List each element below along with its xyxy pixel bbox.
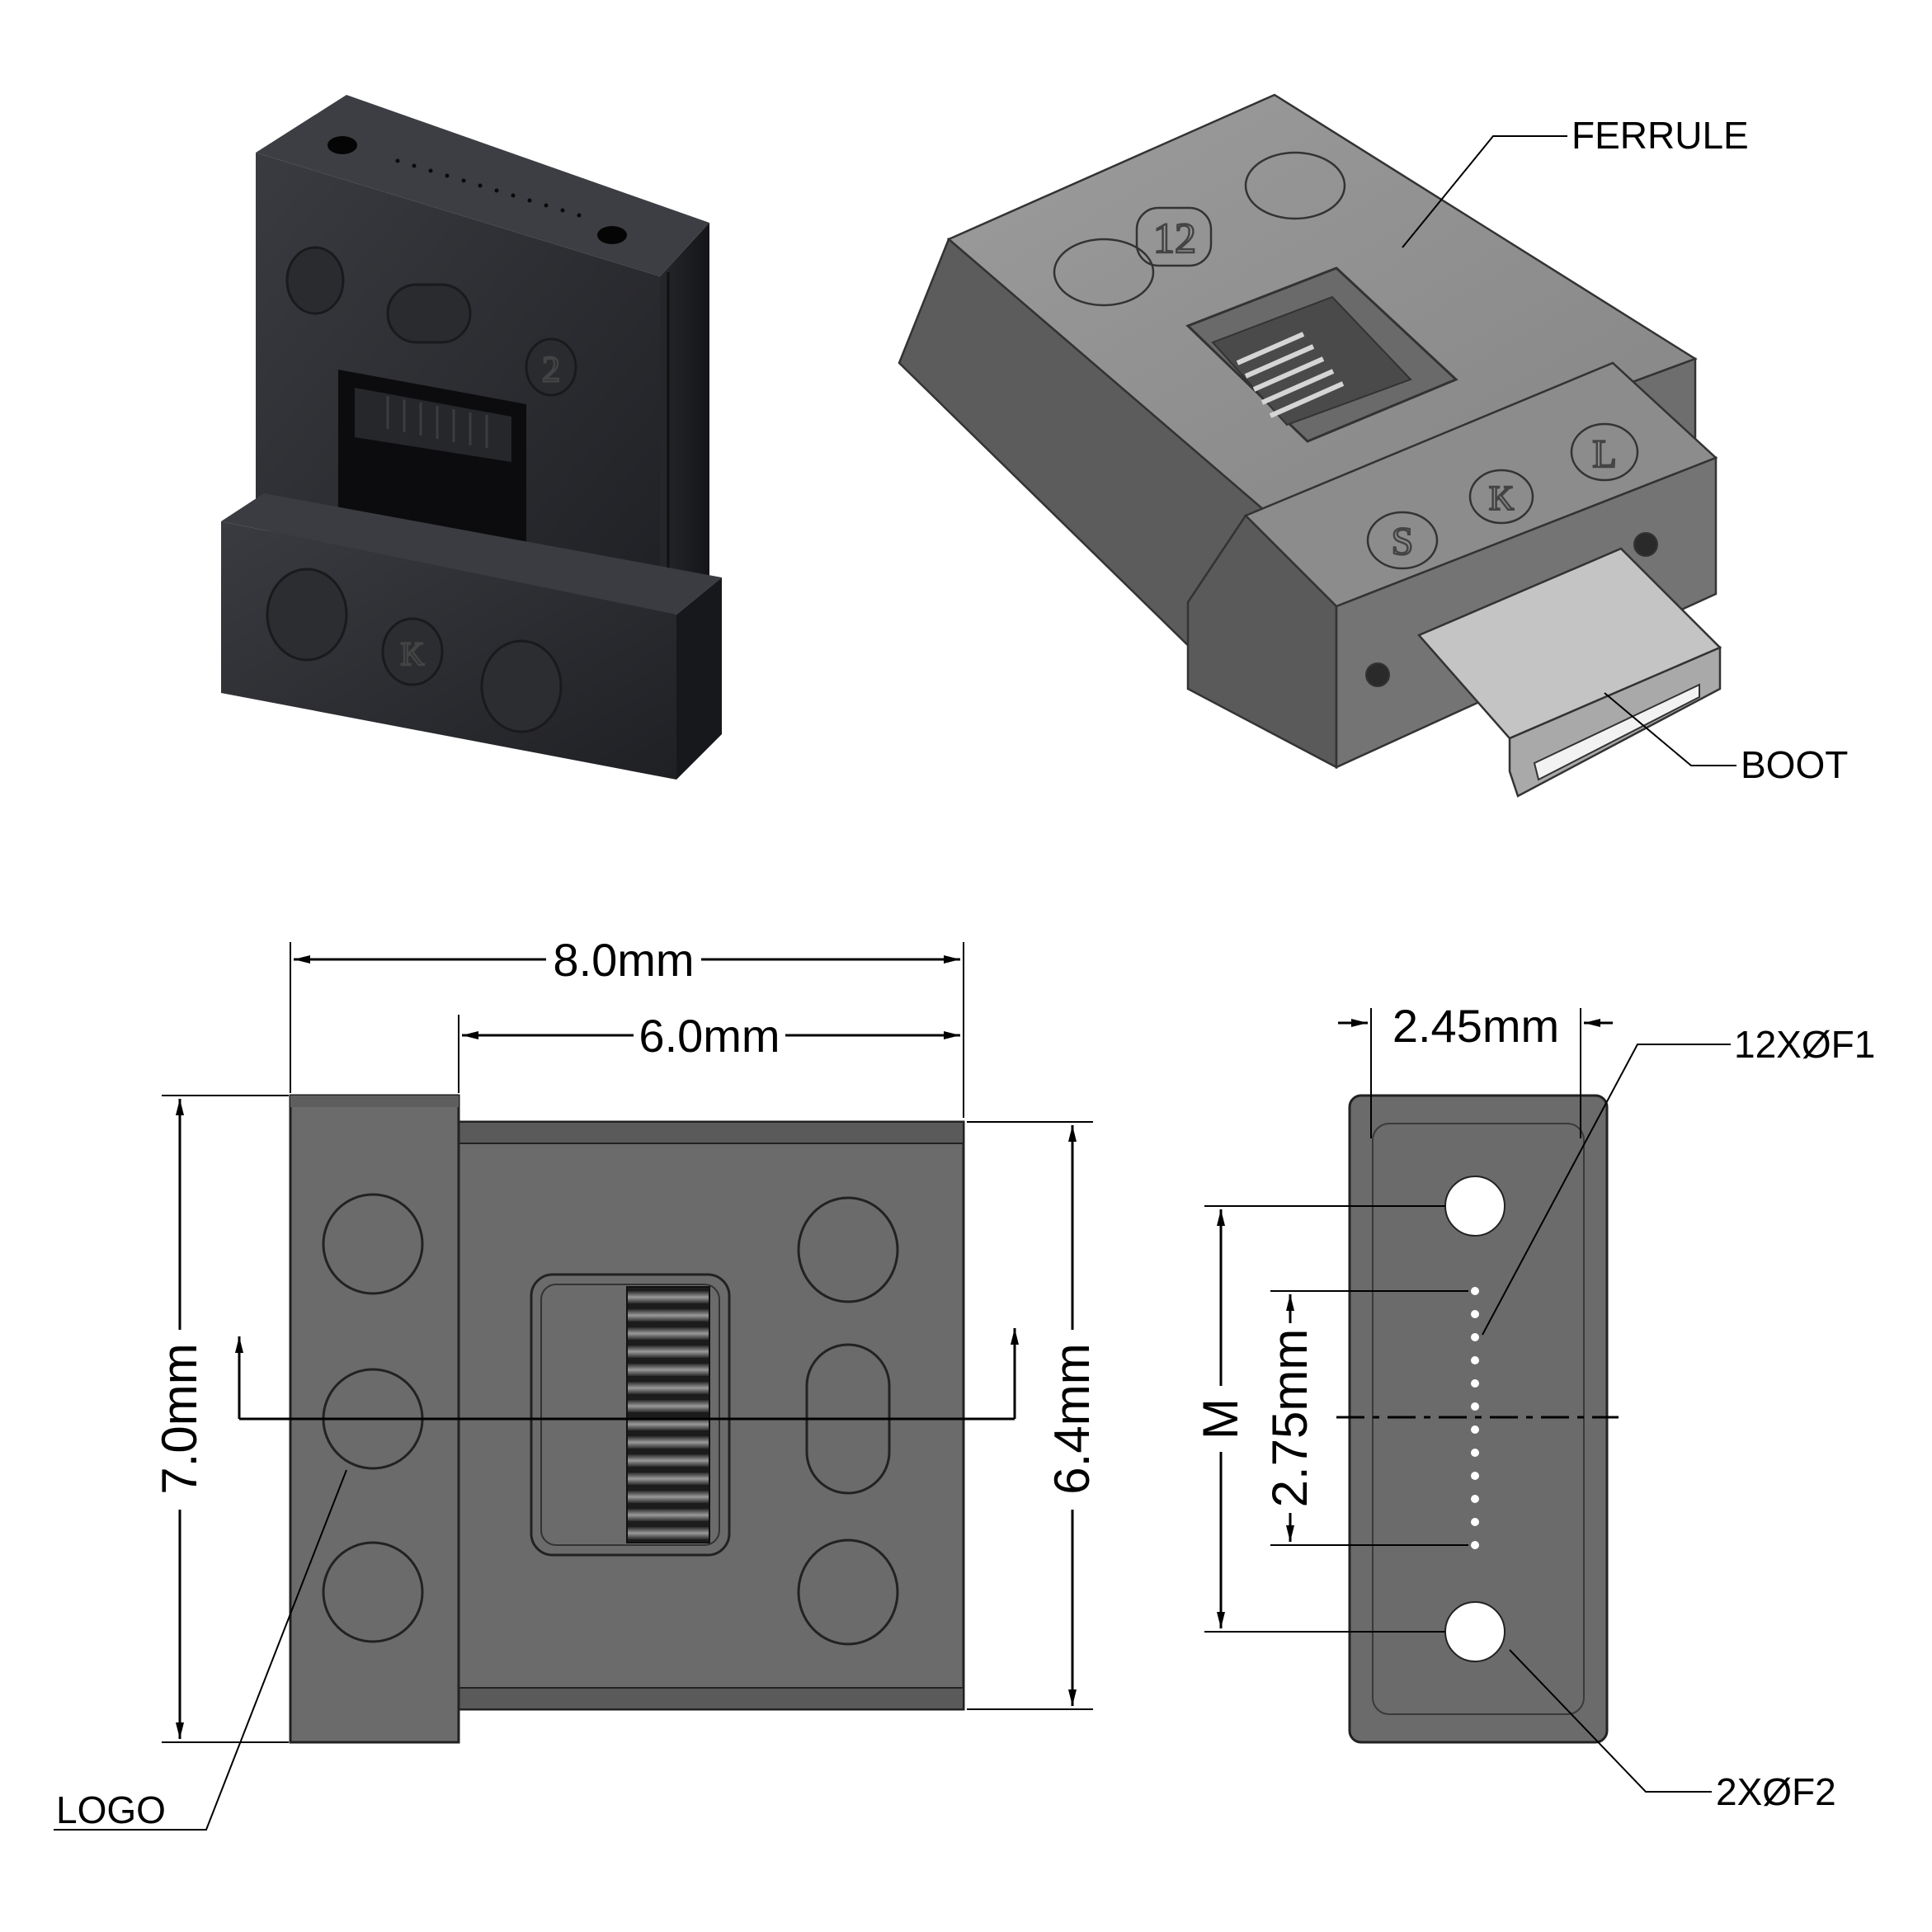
iso-label-ferrule: FERRULE bbox=[1572, 114, 1749, 157]
callout-pins-text: 2XØF2 bbox=[1716, 1770, 1836, 1813]
dim-ferrule-width: 6.0mm bbox=[458, 1010, 960, 1093]
dim-overall-height: 7.0mm bbox=[152, 1095, 289, 1743]
dim-fiber-span: 2.75mm bbox=[1262, 1290, 1468, 1546]
end-fiber-holes bbox=[1471, 1287, 1479, 1549]
photo-view: 2 K bbox=[221, 95, 722, 780]
photo-recess-left bbox=[285, 246, 345, 315]
photo-guide-hole-left bbox=[327, 136, 357, 154]
iso-window-ribs bbox=[1236, 332, 1345, 418]
iso-recess-right bbox=[1244, 151, 1346, 220]
photo-lower-recess-left bbox=[266, 568, 348, 662]
iso-view: 12 S K L bbox=[898, 93, 1722, 798]
dim-end-width: 2.45mm bbox=[1338, 1000, 1613, 1138]
iso-stamp-s: S bbox=[1366, 511, 1439, 570]
photo-stamp-logo-text: K bbox=[401, 635, 425, 672]
end-guide-pin-hole-bottom bbox=[1444, 1601, 1506, 1662]
iso-callout-ferrule: FERRULE bbox=[1402, 114, 1749, 248]
end-inner-outline bbox=[1372, 1123, 1585, 1715]
photo-lower-side bbox=[676, 577, 722, 780]
end-view bbox=[1336, 1094, 1619, 1744]
end-guide-pin-hole-top bbox=[1444, 1176, 1506, 1237]
iso-stamp-12-text: 12 bbox=[1153, 215, 1196, 262]
iso-stamp-l: L bbox=[1570, 422, 1639, 482]
photo-recess-oval bbox=[386, 283, 472, 344]
dim-pin-spacing-text: M bbox=[1193, 1398, 1248, 1440]
dim-overall-width: 8.0mm bbox=[290, 934, 964, 1118]
iso-label-boot: BOOT bbox=[1741, 743, 1848, 786]
front-ferrule-bottom-lip bbox=[458, 1687, 964, 1710]
front-boot-housing-edge bbox=[290, 1096, 459, 1107]
iso-boot-slot bbox=[1533, 683, 1700, 781]
callout-logo-text: LOGO bbox=[56, 1788, 166, 1831]
dim-ferrule-height: 6.4mm bbox=[967, 1121, 1100, 1710]
photo-stamp-2-text: 2 bbox=[542, 349, 560, 389]
front-recess-right-bottom bbox=[797, 1539, 899, 1646]
dim-overall-width-text: 8.0mm bbox=[553, 934, 694, 986]
photo-window-ribs bbox=[386, 396, 488, 448]
photo-window-inner bbox=[355, 388, 511, 462]
iso-stamp-logo: K bbox=[1468, 469, 1534, 525]
iso-window-inner bbox=[1211, 295, 1412, 426]
iso-callout-boot: BOOT bbox=[1604, 692, 1848, 786]
dim-fiber-span-text: 2.75mm bbox=[1262, 1329, 1317, 1508]
front-ferrule-top-lip bbox=[458, 1121, 964, 1144]
front-recess-right-top bbox=[797, 1196, 899, 1303]
callout-pins: 2XØF2 bbox=[1509, 1649, 1836, 1813]
iso-side-hole-right bbox=[1633, 532, 1658, 557]
photo-fiber-dots bbox=[395, 158, 582, 218]
iso-stamp-12: 12 bbox=[1135, 206, 1213, 267]
dim-ferrule-width-text: 6.0mm bbox=[639, 1010, 780, 1062]
photo-stamp-2: 2 bbox=[525, 337, 577, 397]
iso-boot-left bbox=[1186, 514, 1338, 770]
dim-overall-height-text: 7.0mm bbox=[152, 1343, 207, 1494]
front-recess-left-bottom bbox=[322, 1541, 424, 1643]
iso-stamp-s-text: S bbox=[1392, 520, 1414, 563]
callout-logo: LOGO bbox=[54, 1469, 347, 1831]
end-body bbox=[1348, 1094, 1609, 1744]
photo-lower-top bbox=[221, 493, 722, 615]
front-recess-left-top bbox=[322, 1193, 424, 1295]
iso-side-hole-left bbox=[1365, 662, 1390, 687]
iso-stamp-l-text: L bbox=[1592, 432, 1616, 476]
front-window-ribs bbox=[626, 1286, 710, 1543]
front-view bbox=[235, 1094, 1019, 1744]
photo-guide-hole-right bbox=[597, 226, 627, 244]
iso-stamp-logo-text: K bbox=[1489, 480, 1514, 518]
dim-pin-spacing: M bbox=[1193, 1205, 1445, 1633]
photo-stamp-logo: K bbox=[381, 617, 444, 686]
dim-end-width-text: 2.45mm bbox=[1392, 1000, 1559, 1052]
photo-top-face bbox=[256, 95, 709, 276]
photo-lower-recess-right bbox=[480, 639, 563, 733]
dim-ferrule-height-text: 6.4mm bbox=[1044, 1343, 1100, 1494]
iso-recess-left bbox=[1053, 238, 1155, 307]
photo-upper-side bbox=[660, 223, 709, 627]
callout-fibers: 12XØF1 bbox=[1482, 1023, 1875, 1336]
callout-fibers-text: 12XØF1 bbox=[1734, 1023, 1875, 1066]
